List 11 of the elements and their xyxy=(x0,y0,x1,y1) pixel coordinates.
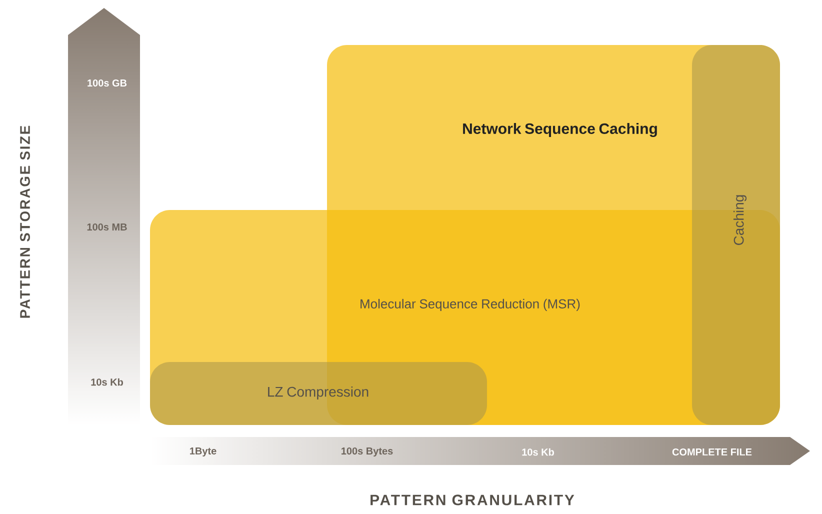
tick-label: 100s Bytes xyxy=(342,447,393,457)
tick-label: 1Byte xyxy=(190,448,216,456)
axis-title: PATTERN STORAGE SIZE xyxy=(20,126,30,318)
region-box: Caching xyxy=(692,45,780,425)
tick-label: 100s MB xyxy=(87,223,127,231)
tick-label: 10s Kb xyxy=(91,378,123,386)
tick-label: 100s GB xyxy=(88,79,127,87)
region-box: LZ Compression xyxy=(150,362,487,425)
tick-label: COMPLETE FILE xyxy=(672,448,752,456)
tick-label: 10s Kb xyxy=(522,448,554,456)
axis-title: PATTERN GRANULARITY xyxy=(370,494,574,506)
